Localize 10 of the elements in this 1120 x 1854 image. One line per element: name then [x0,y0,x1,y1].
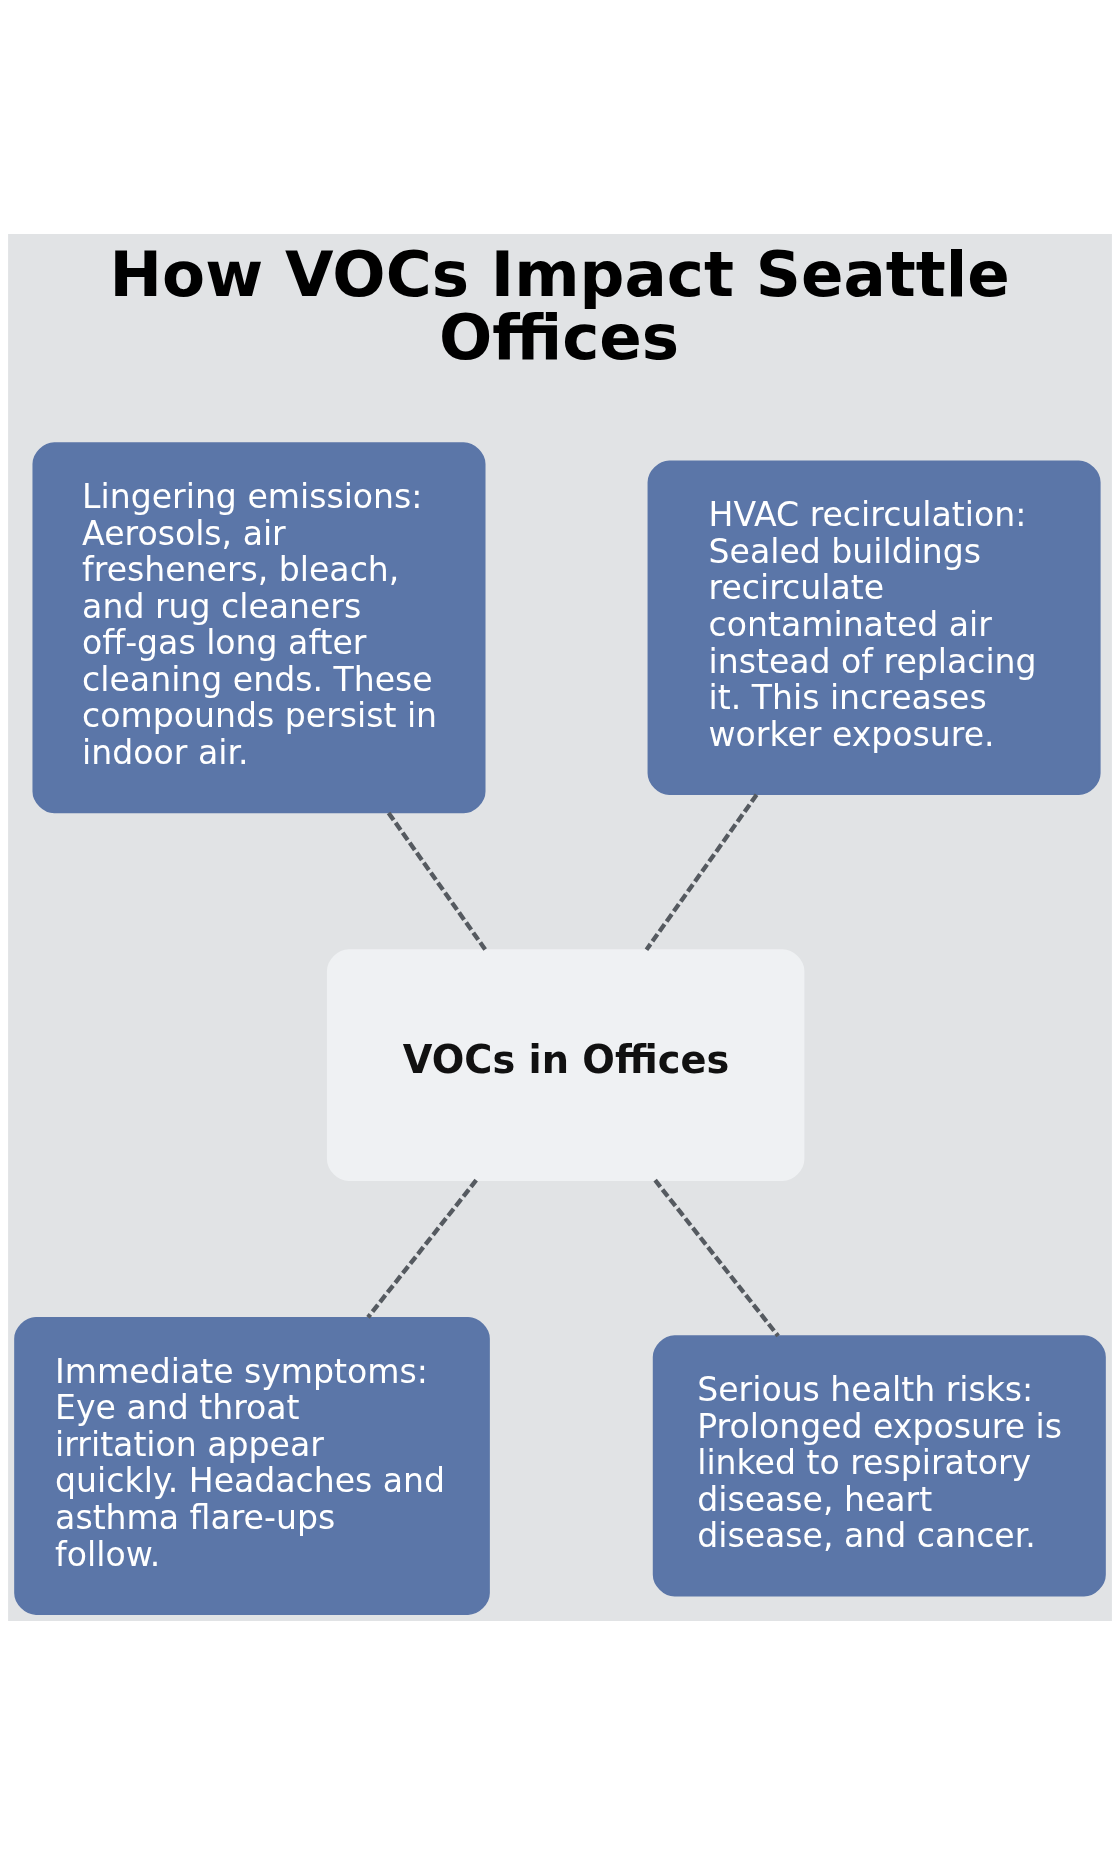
node-box: Immediate symptoms: Eye and throat irritation appear quickly. Headaches and asthma flare-ups follow. [14,1316,490,1615]
connector [386,811,488,951]
node-box: VOCs in Offices [326,948,805,1181]
node-box: HVAC recirculation: Sealed buildings recirculate contaminated air instead of replacing it. This increases worker exposure. [647,460,1101,795]
connector [366,1178,478,1319]
node-box: Serious health risks: Prolonged exposure is linked to respiratory disease, heart disease, and cancer. [652,1334,1106,1597]
diagram-title: How VOCs Impact Seattle Offices [109,237,1010,374]
connector [653,1178,780,1337]
node-box: Lingering emissions: Aerosols, air fresheners, bleach, and rug cleaners off-gas long after cleaning ends. These compounds persist in indoor air. [32,441,486,813]
connector [644,793,759,951]
